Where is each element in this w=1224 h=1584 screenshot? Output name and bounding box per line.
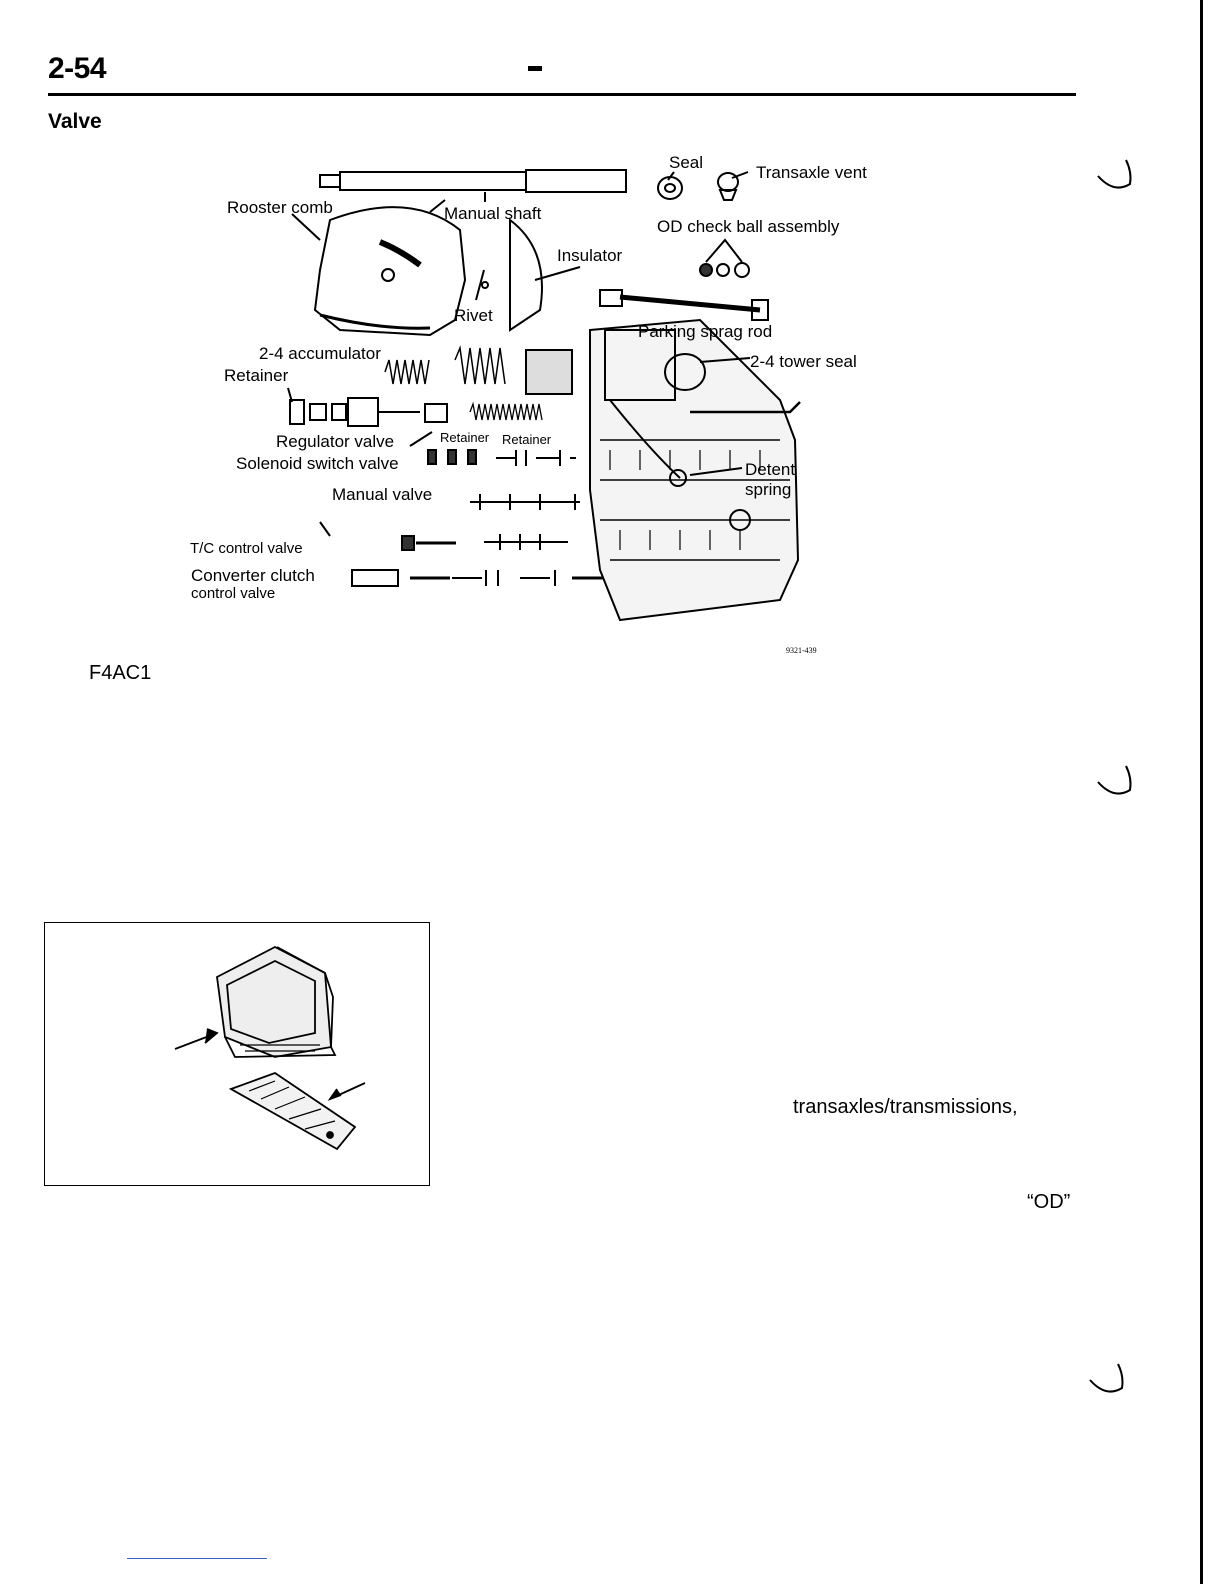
part-code: F4AC1 [89, 662, 152, 684]
label-control-valve: control valve [191, 585, 276, 602]
binder-mark-icon [1097, 765, 1132, 795]
inset-figure [44, 922, 430, 1186]
body-word-od: “OD” [1027, 1191, 1071, 1213]
label-converter-clutch: Converter clutch [191, 566, 315, 585]
separator-plate-illustration [174, 945, 366, 1151]
label-tower-seal: 2-4 tower seal [750, 352, 857, 371]
label-rooster-comb: Rooster comb [227, 198, 333, 217]
footer-link-line [127, 1558, 267, 1559]
label-manual-shaft: Manual shaft [444, 204, 542, 223]
label-accumulator: 2-4 accumulator [259, 344, 381, 363]
label-insulator: Insulator [557, 246, 623, 265]
label-detent: Detent [745, 460, 796, 479]
label-transaxle-vent: Transaxle vent [756, 163, 867, 182]
label-retainer: Retainer [224, 366, 289, 385]
label-manual-valve: Manual valve [332, 485, 433, 504]
label-tc-control-valve: T/C control valve [190, 540, 303, 557]
binder-mark-icon [1089, 1363, 1124, 1393]
body-word-transaxles: transaxles/transmissions, [793, 1096, 1018, 1118]
label-od-check-ball: OD check ball assembly [657, 217, 840, 236]
valve-body-illustration [287, 169, 801, 622]
label-retainer-mid: Retainer [440, 430, 490, 445]
binder-mark-icon [1097, 159, 1132, 189]
label-parking-sprag-rod: Parking sprag rod [638, 322, 773, 341]
label-retainer-right: Retainer [502, 432, 552, 447]
label-spring: spring [745, 480, 792, 499]
section-title: Valve [48, 110, 102, 133]
label-seal: Seal [669, 153, 704, 172]
label-rivet: Rivet [454, 306, 493, 325]
page-number: 2-54 [48, 52, 107, 85]
header-rule [48, 93, 1076, 96]
label-regulator-valve: Regulator valve [276, 432, 395, 451]
figure-code: 9321-439 [786, 646, 817, 655]
label-solenoid-switch-valve: Solenoid switch valve [236, 454, 399, 473]
center-dash [528, 66, 542, 71]
page-edge-line [1200, 0, 1203, 1584]
